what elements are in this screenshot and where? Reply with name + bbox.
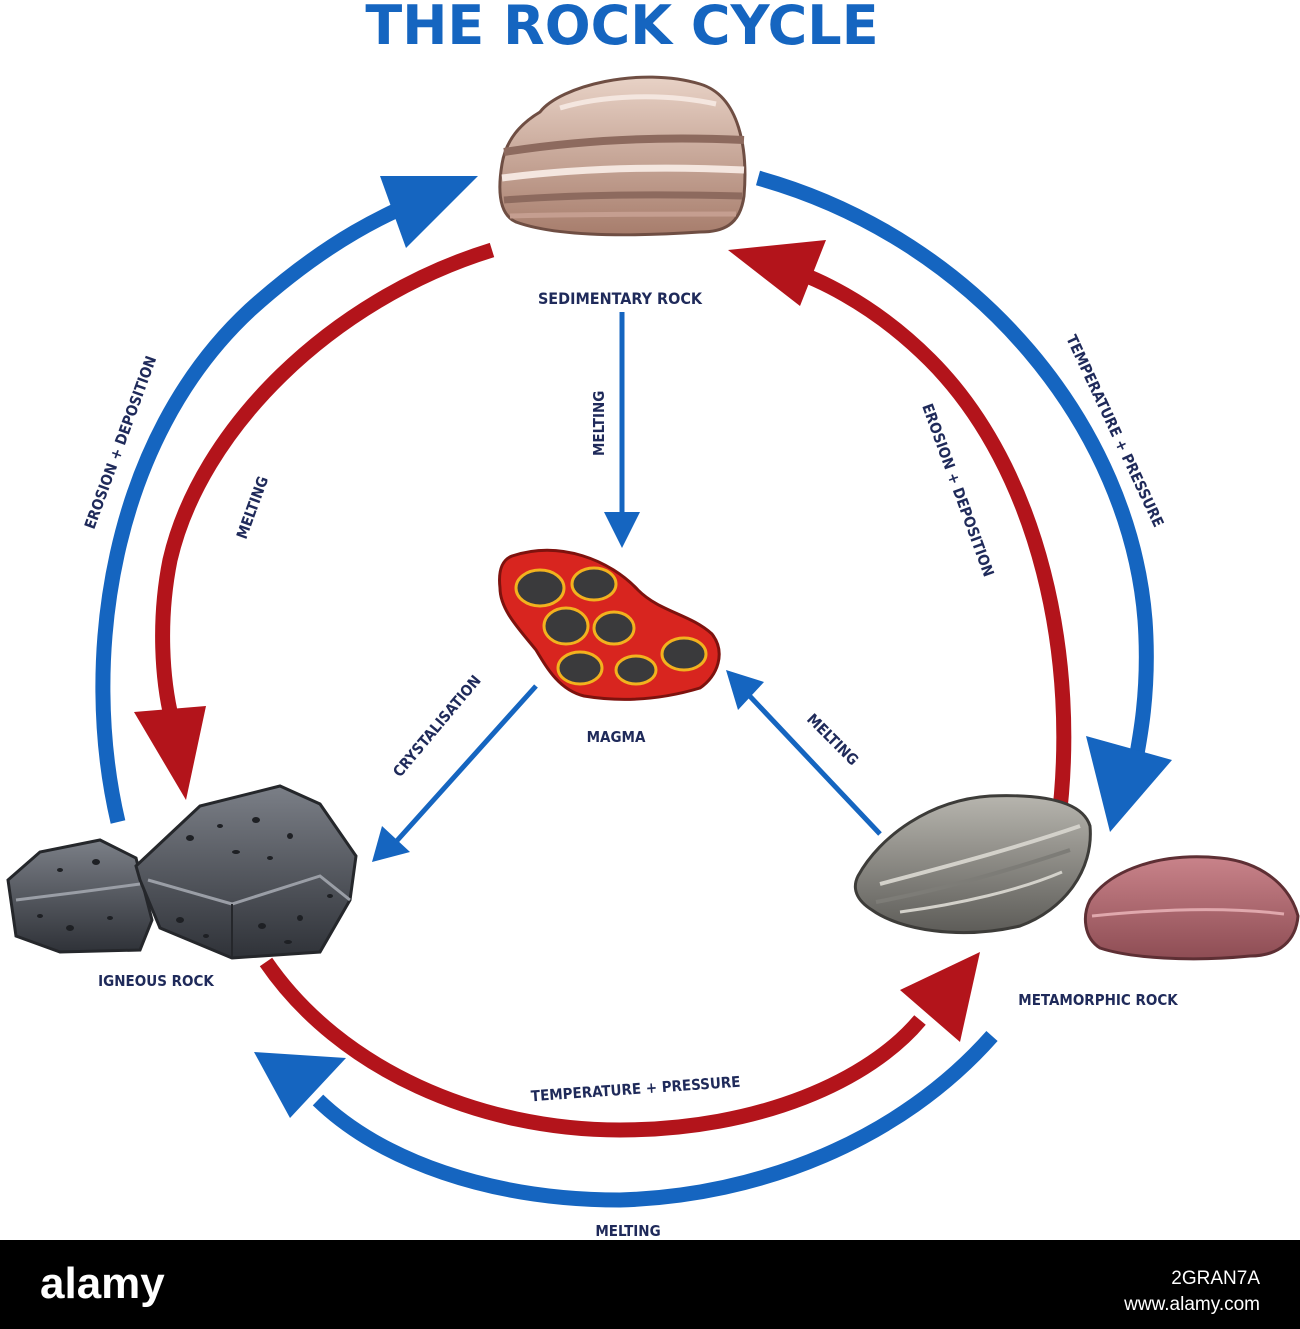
node-label-magma: MAGMA <box>587 728 646 746</box>
arrow-melting-metamorphic-to-magma <box>726 670 882 836</box>
node-label-sedimentary-rock: SEDIMENTARY ROCK <box>538 289 703 308</box>
node-label-metamorphic-rock: METAMORPHIC ROCK <box>1018 991 1178 1009</box>
metamorphic-rock-illustration <box>853 794 1300 961</box>
igneous-rock-illustration <box>6 784 358 960</box>
watermark-image-id: 2GRAN7A <box>1171 1268 1260 1289</box>
edge-label-crystalisation: CRYSTALISATION <box>389 672 484 781</box>
arrow-melting-sedimentary-to-igneous <box>134 242 495 800</box>
arrow-erosion-deposition-metamorphic-to-sedimentary <box>728 240 1072 827</box>
arrow-crystalisation-magma-to-igneous <box>372 684 538 862</box>
edge-label-melting-left: MELTING <box>233 474 272 542</box>
edge-label-melting-bottom: MELTING <box>595 1222 660 1240</box>
arrow-erosion-deposition-igneous-to-sedimentary <box>95 176 478 824</box>
magma-illustration <box>498 548 721 701</box>
watermark-logo: alamy <box>40 1259 165 1308</box>
diagram-title: THE ROCK CYCLE <box>365 0 878 57</box>
sedimentary-rock-illustration <box>498 75 747 237</box>
edge-label-temperature-pressure-bottom: TEMPERATURE + PRESSURE <box>530 1073 741 1106</box>
watermark-site: www.alamy.com <box>1123 1294 1260 1315</box>
arrow-temperature-pressure-sedimentary-to-metamorphic <box>755 170 1172 832</box>
arrow-melting-metamorphic-to-igneous <box>254 1031 998 1208</box>
node-label-igneous-rock: IGNEOUS ROCK <box>98 972 214 990</box>
edge-label-melting-center: MELTING <box>590 391 608 456</box>
arrow-melting-sedimentary-to-magma <box>604 312 640 548</box>
arrow-temperature-pressure-igneous-to-metamorphic <box>259 952 980 1138</box>
watermark-bar: alamy 2GRAN7A www.alamy.com <box>0 1240 1300 1329</box>
